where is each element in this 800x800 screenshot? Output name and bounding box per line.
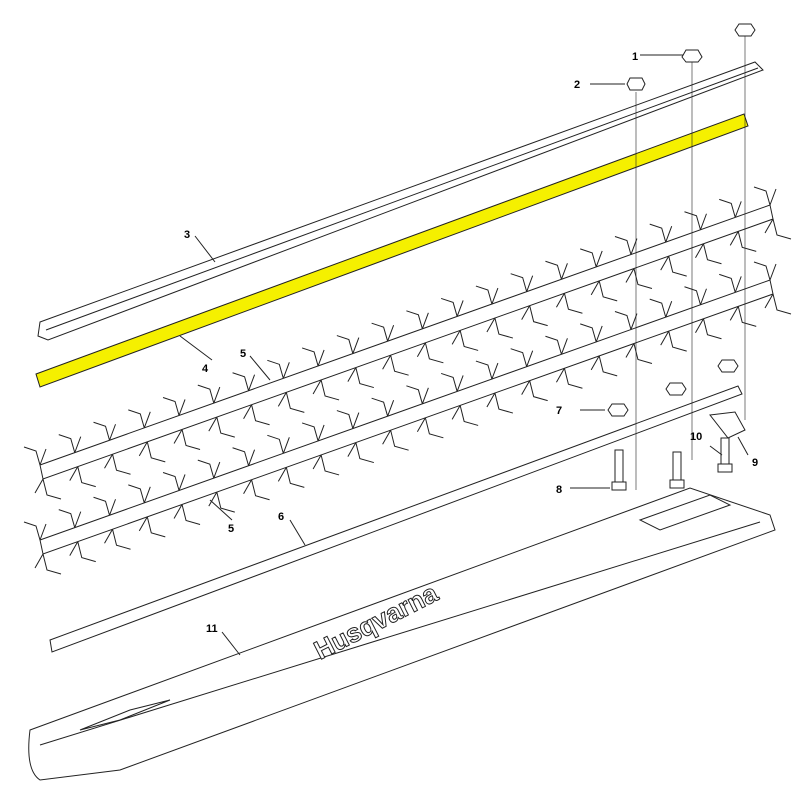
blade-tooth bbox=[128, 484, 166, 538]
blade-tooth bbox=[510, 273, 548, 327]
blade-tooth bbox=[336, 410, 374, 464]
blade-tooth bbox=[267, 359, 305, 413]
bolt-middle bbox=[669, 451, 685, 489]
blade-tooth bbox=[23, 446, 62, 500]
label-2: 2 bbox=[574, 79, 580, 91]
blade-tooth bbox=[753, 186, 792, 240]
blade-tooth bbox=[197, 384, 235, 438]
label-9: 9 bbox=[752, 457, 758, 469]
blade-tooth bbox=[475, 360, 514, 414]
blade-tooth bbox=[301, 347, 340, 401]
blade-tooth bbox=[58, 509, 96, 563]
part-5-upper-blade[interactable] bbox=[23, 186, 792, 500]
blade-tooth bbox=[267, 434, 305, 488]
part-1-nut[interactable] bbox=[681, 49, 703, 63]
blade-tooth bbox=[93, 421, 131, 475]
blade-tooth bbox=[58, 434, 96, 488]
blade-tooth bbox=[197, 459, 235, 513]
part-3-rail[interactable] bbox=[37, 61, 764, 341]
blade-tooth bbox=[753, 261, 792, 315]
blade-tooth bbox=[93, 496, 131, 550]
blade-tooth bbox=[128, 409, 166, 463]
blade-tooth bbox=[614, 236, 653, 290]
label-8: 8 bbox=[556, 484, 562, 496]
blade-tooth bbox=[475, 285, 514, 339]
blade-tooth bbox=[232, 372, 270, 426]
blade-tooth bbox=[649, 298, 687, 352]
blade-tooth bbox=[440, 372, 479, 426]
label-5-lower: 5 bbox=[228, 523, 234, 535]
blade-tooth bbox=[440, 297, 479, 351]
label-3: 3 bbox=[184, 229, 190, 241]
part-7-nut[interactable] bbox=[607, 403, 629, 417]
blade-tooth bbox=[371, 322, 409, 376]
blade-tooth bbox=[614, 311, 653, 365]
label-1: 1 bbox=[632, 51, 638, 63]
blade-tooth bbox=[23, 521, 62, 575]
blade-tooth bbox=[162, 472, 201, 525]
blade-tooth bbox=[371, 397, 409, 451]
blade-tooth bbox=[580, 248, 618, 302]
part-11-guard[interactable] bbox=[28, 487, 776, 781]
blade-tooth bbox=[406, 310, 444, 364]
blade-tooth bbox=[406, 385, 444, 439]
part-8-bolt[interactable] bbox=[611, 449, 627, 491]
blade-tooth bbox=[162, 397, 201, 450]
label-10: 10 bbox=[690, 431, 702, 443]
top-nut bbox=[734, 23, 756, 37]
blade-tooth bbox=[649, 223, 687, 277]
blade-tooth bbox=[510, 348, 548, 402]
blade-tooth bbox=[545, 260, 583, 314]
label-5-upper: 5 bbox=[240, 348, 246, 360]
part-10-bolt[interactable] bbox=[717, 437, 733, 473]
part-2-nut[interactable] bbox=[626, 77, 646, 91]
blade-tooth bbox=[232, 447, 270, 501]
part-9-bracket[interactable] bbox=[709, 411, 746, 439]
part-6-strip[interactable] bbox=[49, 385, 743, 653]
blade-tooth bbox=[580, 323, 618, 377]
blade-tooth bbox=[719, 198, 757, 252]
blade-tooth bbox=[684, 211, 722, 265]
blade-tooth bbox=[719, 273, 757, 327]
part-5-lower-blade[interactable] bbox=[23, 261, 792, 575]
part-4-strip[interactable] bbox=[35, 113, 749, 388]
blade-tooth bbox=[336, 335, 374, 389]
label-11: 11 bbox=[206, 623, 218, 635]
blade-tooth bbox=[545, 335, 583, 389]
label-4: 4 bbox=[202, 363, 209, 375]
label-7: 7 bbox=[556, 405, 562, 417]
blade-tooth bbox=[301, 422, 340, 476]
blade-tooth bbox=[684, 286, 722, 340]
label-6: 6 bbox=[278, 511, 284, 523]
